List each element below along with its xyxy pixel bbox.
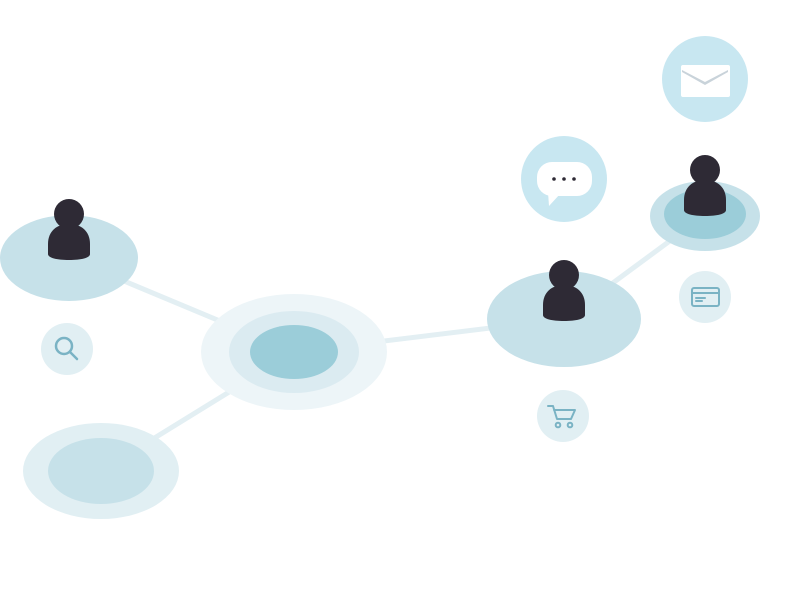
- envelope-icon: [681, 65, 730, 97]
- mail-badge: [662, 36, 748, 122]
- cart-icon: [547, 405, 576, 429]
- bottom-left-node: [23, 423, 179, 519]
- chat-badge: [521, 136, 607, 222]
- cart-badge: [537, 390, 589, 442]
- credit-card-icon: [691, 287, 720, 307]
- search-icon: [54, 336, 79, 361]
- person-icon: [684, 155, 726, 216]
- search-badge: [41, 323, 93, 375]
- right-user-node: [650, 155, 760, 251]
- person-icon: [48, 199, 90, 260]
- middle-right-user-node: [487, 260, 641, 367]
- card-badge: [679, 271, 731, 323]
- person-icon: [543, 260, 585, 321]
- center-hub-node: [201, 294, 387, 410]
- left-user-node: [0, 199, 138, 301]
- chat-icon: [537, 162, 592, 206]
